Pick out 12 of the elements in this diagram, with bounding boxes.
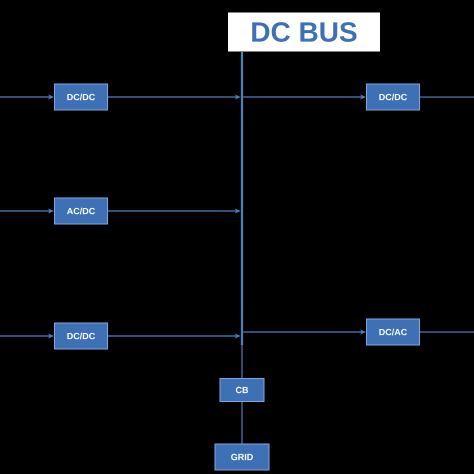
converter-box: DC/DC xyxy=(54,322,108,350)
converter-box: DC/DC xyxy=(366,84,420,110)
converter-box: GRID xyxy=(214,444,270,470)
connector-line xyxy=(420,331,474,333)
connector-line xyxy=(241,402,243,444)
bus-title-box: DC BUS xyxy=(228,12,380,52)
converter-box: DC/DC xyxy=(54,84,108,110)
connector-line xyxy=(420,96,474,98)
connector-line xyxy=(241,345,243,378)
converter-box: AC/DC xyxy=(54,198,108,224)
converter-box: CB xyxy=(220,378,264,402)
converter-box: DC/AC xyxy=(366,318,420,346)
